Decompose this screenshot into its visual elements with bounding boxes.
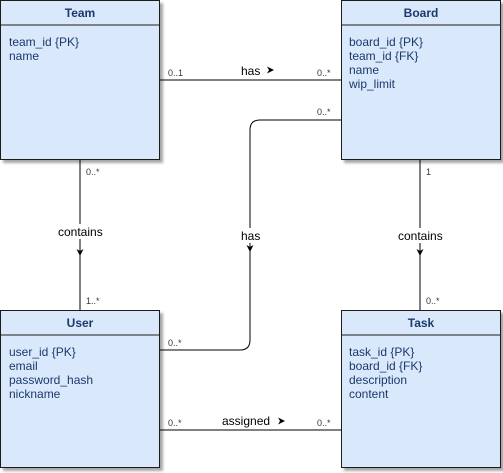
team-title: Team [65, 6, 95, 20]
team-entity[interactable]: Team team_id {PK} name [0, 0, 160, 160]
multiplicities: 0..1 0..* 0..* 1..* 0..* 0..* 1 0..* 0..… [86, 68, 440, 428]
team-attr: name [9, 49, 39, 63]
board-attr: wip_limit [348, 77, 396, 91]
user-task-arrowhead [278, 417, 285, 425]
board-task-from-mult: 1 [426, 167, 431, 177]
board-user-label: has [241, 229, 260, 243]
user-title: User [67, 316, 94, 330]
team-board-label: has [241, 64, 260, 78]
user-attr: email [9, 359, 38, 373]
user-attr: user_id {PK} [9, 345, 76, 359]
board-entity[interactable]: Board board_id {PK} team_id {FK} name wi… [341, 0, 501, 160]
user-task-from-mult: 0..* [168, 418, 182, 428]
team-board-to-mult: 0..* [317, 68, 331, 78]
board-attr: board_id {PK} [349, 35, 423, 49]
board-task-label: contains [398, 229, 443, 243]
team-board-from-mult: 0..1 [168, 68, 183, 78]
user-attr: nickname [9, 387, 61, 401]
board-task-to-mult: 0..* [426, 296, 440, 306]
team-user-label: contains [58, 225, 103, 239]
board-user-to-mult: 0..* [168, 338, 182, 348]
task-attr: board_id {FK} [349, 359, 422, 373]
team-user-from-mult: 0..* [86, 167, 100, 177]
arrowheads [76, 66, 424, 425]
user-task-label: assigned [222, 414, 270, 428]
user-task-to-mult: 0..* [317, 418, 331, 428]
team-user-to-mult: 1..* [86, 296, 100, 306]
task-attr: description [349, 373, 407, 387]
board-attr: team_id {FK} [349, 49, 418, 63]
task-title: Task [408, 316, 435, 330]
board-task-arrowhead [416, 249, 424, 256]
relation-labels: has contains has contains assigned [55, 63, 445, 428]
task-entity[interactable]: Task task_id {PK} board_id {FK} descript… [341, 310, 501, 468]
team-attr: team_id {PK} [9, 35, 79, 49]
task-attr: task_id {PK} [349, 345, 414, 359]
user-attr: password_hash [9, 373, 93, 387]
board-title: Board [404, 6, 439, 20]
task-attr: content [349, 387, 389, 401]
user-entity[interactable]: User user_id {PK} email password_hash ni… [0, 310, 160, 468]
board-user-arrowhead [246, 245, 254, 252]
board-user-from-mult: 0..* [317, 107, 331, 117]
team-board-arrowhead [267, 66, 274, 74]
board-attr: name [349, 63, 379, 77]
team-user-arrowhead [76, 249, 84, 256]
